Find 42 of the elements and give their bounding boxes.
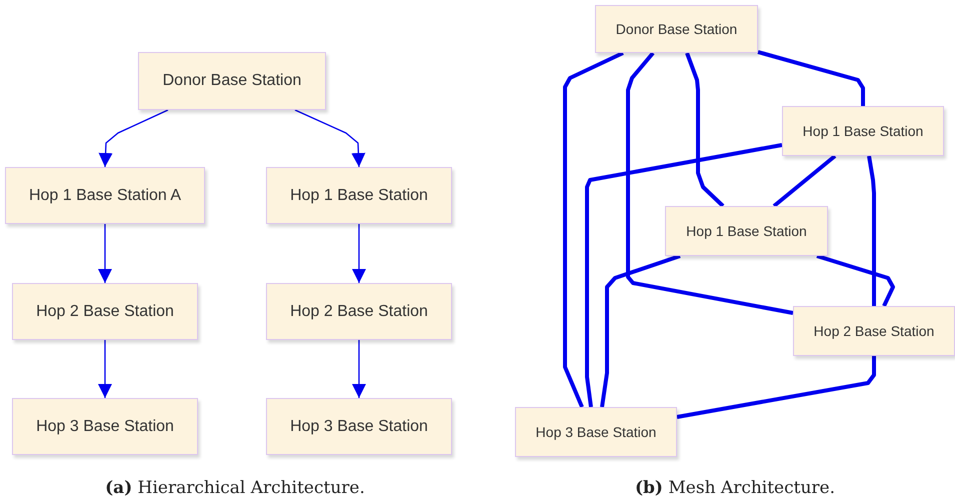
station-label: Donor Base Station bbox=[616, 21, 738, 37]
station-box bbox=[793, 306, 955, 356]
station-label: Hop 1 Base Station A bbox=[28, 186, 182, 204]
station-label: Hop 3 Base Station bbox=[536, 424, 656, 440]
arrow bbox=[98, 340, 112, 398]
connector-line bbox=[626, 52, 794, 315]
station-box bbox=[782, 106, 944, 156]
connector-line bbox=[685, 52, 724, 208]
station-label: Hop 2 Base Station bbox=[36, 302, 174, 320]
arrow bbox=[352, 340, 366, 398]
station-label: Hop 3 Base Station bbox=[36, 418, 174, 436]
station-box bbox=[5, 167, 205, 224]
connector-line bbox=[757, 50, 865, 106]
arrow bbox=[98, 109, 168, 168]
station-box bbox=[266, 167, 452, 224]
station-box bbox=[266, 398, 452, 455]
subfigure-caption: (a) Hierarchical Architecture. bbox=[105, 478, 365, 498]
station-box bbox=[266, 283, 452, 340]
station-box bbox=[595, 5, 758, 53]
station-box bbox=[138, 52, 326, 110]
station-box bbox=[12, 283, 198, 340]
connector-line bbox=[676, 356, 876, 419]
station-box bbox=[12, 398, 198, 455]
station-label: Hop 2 Base Station bbox=[290, 302, 428, 320]
arrow bbox=[294, 109, 366, 168]
subfigure-caption: (b) Mesh Architecture. bbox=[634, 478, 836, 498]
connector-line bbox=[563, 51, 624, 408]
connector-line bbox=[600, 254, 681, 408]
connector-line bbox=[867, 156, 876, 306]
station-label: Hop 1 Base Station bbox=[686, 223, 807, 239]
station-label: Hop 1 Base Station bbox=[802, 123, 924, 139]
connector-line bbox=[772, 154, 836, 208]
connector-line bbox=[585, 143, 782, 408]
station-box bbox=[515, 407, 677, 457]
arrow bbox=[98, 224, 112, 283]
station-label: Hop 1 Base Station bbox=[290, 186, 428, 204]
station-box bbox=[665, 206, 828, 256]
station-label: Hop 2 Base Station bbox=[814, 323, 934, 339]
connector-line bbox=[816, 254, 895, 307]
station-label: Donor Base Station bbox=[162, 72, 302, 90]
arrow bbox=[352, 224, 366, 283]
station-label: Hop 3 Base Station bbox=[290, 418, 428, 436]
